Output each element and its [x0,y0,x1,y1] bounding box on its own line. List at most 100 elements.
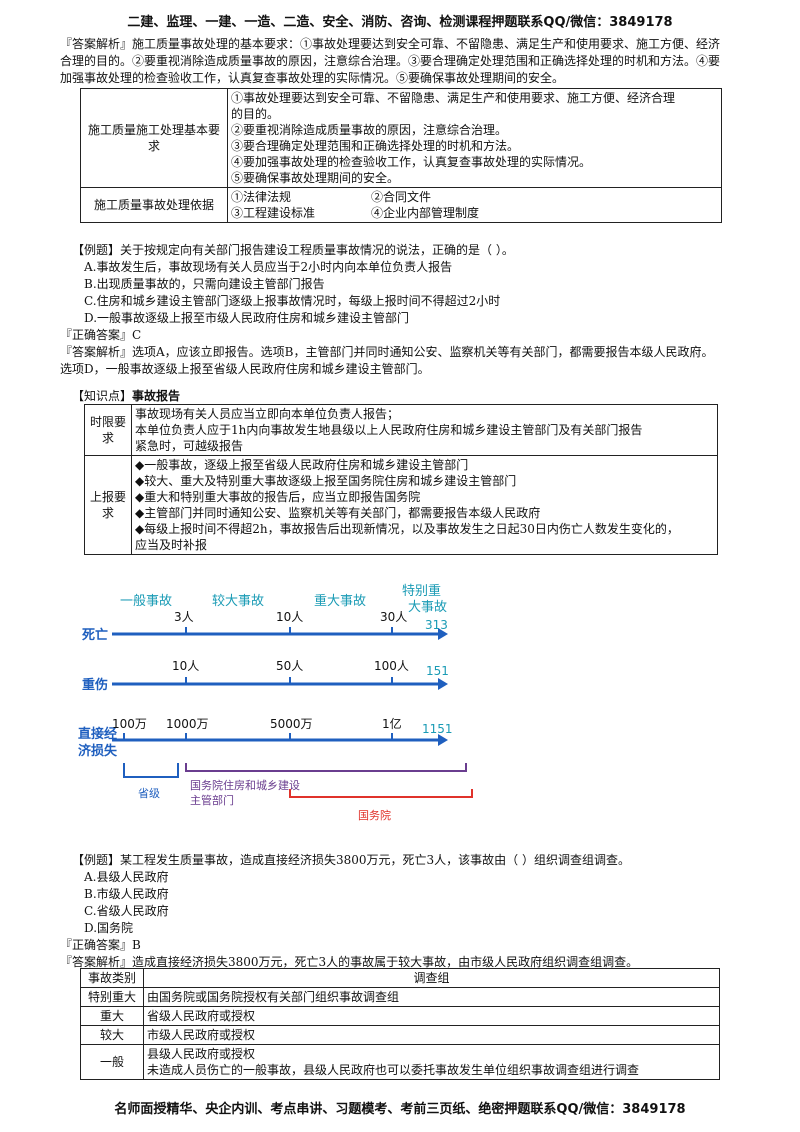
correct-answer: 『正确答案』C [60,328,142,342]
bracket-label-ministry: 主管部门 [190,793,234,807]
question-1-answer: 『正确答案』C 『答案解析』选项A，应该立即报告。选项B，主管部门并同时通知公安… [60,327,760,378]
row-code: 1151 [422,722,453,736]
axis-arrow [438,734,448,746]
tick-label: 1亿 [382,716,402,731]
table-cell-content: 市级人民政府或授权 [143,1025,720,1045]
basis-item: ③工程建设标准 [231,206,316,220]
report-line: 事故现场有关人员应当立即向本单位负责人报告； [135,407,400,421]
row-label-loss: 济损失 [78,743,118,759]
tick-label: 30人 [380,610,407,624]
tick-label: 50人 [276,659,303,673]
table-cell-label: 一般 [80,1044,144,1080]
knowledge-heading: 事故报告 [132,389,181,403]
bracket-ministry [185,763,467,772]
question-2: 【例题】某工程发生质量事故，造成直接经济损失3800万元，死亡3人，该事故由（ … [72,852,740,937]
tick-label: 3人 [174,610,194,624]
table-cell-content: 县级人民政府或授权 未造成人员伤亡的一般事故，县级人民政府也可以委托事故发生单位… [143,1044,720,1080]
requirement-item: ①事故处理要达到安全可靠、不留隐患、满足生产和使用要求、施工方便、经济合理 [231,91,676,105]
table-cell-label: 上报要求 [84,455,132,555]
axis-arrow [438,678,448,690]
correct-answer: 『正确答案』B [60,938,141,952]
option-b: B.出现质量事故的，只需向建设主管部门报告 [84,277,325,291]
accident-classification-diagram: 一般事故 较大事故 重大事故 特别重 大事故 死亡 3人 10人 30人 313… [78,583,473,822]
handling-requirements-table: 施工质量施工处理基本要求 ①事故处理要达到安全可靠、不留隐患、满足生产和使用要求… [80,88,722,223]
tick-label: 5000万 [270,717,313,731]
option-a: A.事故发生后，事故现场有关人员应当于2小时内向本单位负责人报告 [84,260,453,274]
table-cell-content: ①事故处理要达到安全可靠、不留隐患、满足生产和使用要求、施工方便、经济合理 的目… [227,88,722,188]
axis-arrow [438,628,448,640]
report-line: 紧急时，可越级报告 [135,439,244,453]
requirement-item: ⑤要确保事故处理期间的安全。 [231,171,400,185]
option-a: A.县级人民政府 [84,870,169,884]
option-b: B.市级人民政府 [84,887,169,901]
report-line: 应当及时补报 [135,538,208,552]
tick-label: 1000万 [166,717,209,731]
answer-analysis: 『答案解析』造成直接经济损失3800万元，死亡3人的事故属于较大事故，由市级人民… [60,955,639,969]
knowledge-title: 【知识点】事故报告 [72,388,740,405]
row-label-death: 死亡 [82,627,108,643]
table-cell-content: 由国务院或国务院授权有关部门组织事故调查组 [143,987,720,1007]
question-1: 【例题】关于按规定向有关部门报告建设工程质量事故情况的说法，正确的是（ ）。 A… [72,242,740,327]
basis-item: ①法律法规 [231,190,292,204]
knowledge-prefix: 【知识点】 [72,389,133,403]
intro-line: 『答案解析』施工质量事故处理的基本要求：①事故处理要达到安全可靠、不留隐患、满足… [60,37,721,51]
table-cell-content: 事故现场有关人员应当立即向本单位负责人报告； 本单位负责人应于1h内向事故发生地… [131,404,718,456]
requirement-item: ④要加强事故处理的检查验收工作，认真复查事故处理的实际情况。 [231,155,592,169]
category-label: 一般事故 [120,593,172,609]
page-header: 二建、监理、一建、一造、二造、安全、消防、咨询、检测课程押题联系QQ/微信：38… [127,15,673,30]
requirement-item: 的目的。 [231,107,280,121]
question-2-answer: 『正确答案』B 『答案解析』造成直接经济损失3800万元，死亡3人的事故属于较大… [60,937,760,971]
requirement-item: ③要合理确定处理范围和正确选择处理的时机和方法。 [231,139,520,153]
bracket-state-council [289,789,473,798]
page-footer: 名师面授精华、央企内训、考点串讲、习题模考、考前三页纸、绝密押题联系QQ/微信：… [114,1102,686,1117]
row-code: 313 [425,618,448,632]
intro-line: 合理的目的。②要重视消除造成质量事故的原因，注意综合治理。③要合理确定处理范围和… [60,54,721,68]
basis-item: ②合同文件 [371,190,432,204]
table-row: 重大 省级人民政府或授权 [80,1006,720,1026]
report-line: ◆一般事故，逐级上报至省级人民政府住房和城乡建设主管部门 [135,458,469,472]
category-label: 较大事故 [212,594,264,609]
table-row: 特别重大 由国务院或国务院授权有关部门组织事故调查组 [80,987,720,1007]
option-c: C.住房和城乡建设主管部门逐级上报事故情况时，每级上报时间不得超过2小时 [84,294,501,308]
tick-label: 10人 [172,659,199,673]
option-d: D.国务院 [84,921,134,935]
investigation-team-table: 事故类别 调查组 特别重大 由国务院或国务院授权有关部门组织事故调查组 重大 省… [80,968,720,1080]
row-code: 151 [426,664,449,678]
investigation-line: 县级人民政府或授权 [147,1047,256,1061]
report-line: ◆每级上报时间不得超2h，事故报告后出现新情况，以及事故发生之日起30日内伤亡人… [135,522,679,536]
option-d: D.一般事故逐级上报至市级人民政府住房和城乡建设主管部门 [84,311,410,325]
report-line: ◆重大和特别重大事故的报告后，应当立即报告国务院 [135,490,421,504]
intro-line: 加强事故处理的检查验收工作，认真复查事故处理的实际情况。⑤要确保事故处理期间的安… [60,71,565,85]
intro-analysis: 『答案解析』施工质量事故处理的基本要求：①事故处理要达到安全可靠、不留隐患、满足… [60,36,750,87]
bracket-label-state-council: 国务院 [358,808,391,822]
question-stem: 【例题】关于按规定向有关部门报告建设工程质量事故情况的说法，正确的是（ ）。 [72,243,514,257]
table-cell-label: 特别重大 [80,987,144,1007]
table-row: 较大 市级人民政府或授权 [80,1025,720,1045]
accident-report-table: 时限要求 事故现场有关人员应当立即向本单位负责人报告； 本单位负责人应于1h内向… [84,404,718,555]
table-cell-label: 重大 [80,1006,144,1026]
answer-analysis: 选项D，一般事故逐级上报至省级人民政府住房和城乡建设主管部门。 [60,362,430,376]
table-header-cell: 事故类别 [80,968,144,988]
bracket-province [123,763,179,778]
table-cell-label: 时限要求 [84,404,132,456]
question-stem: 【例题】某工程发生质量事故，造成直接经济损失3800万元，死亡3人，该事故由（ … [72,853,630,867]
table-cell-label: 较大 [80,1025,144,1045]
tick-label: 100万 [112,717,147,731]
tick-label: 100人 [374,659,409,673]
table-cell-content: 省级人民政府或授权 [143,1006,720,1026]
table-cell-label: 施工质量施工处理基本要求 [80,88,228,188]
table-header-cell: 调查组 [143,968,720,988]
bracket-label-ministry: 国务院住房和城乡建设 [190,778,300,792]
report-line: 本单位负责人应于1h内向事故发生地县级以上人民政府住房和城乡建设主管部门及有关部… [135,423,643,437]
basis-item: ④企业内部管理制度 [371,206,480,220]
investigation-line: 未造成人员伤亡的一般事故，县级人民政府也可以委托事故发生单位组织事故调查组进行调… [147,1063,640,1077]
table-cell-label: 施工质量事故处理依据 [80,187,228,223]
table-cell-content: ①法律法规 ②合同文件 ③工程建设标准 ④企业内部管理制度 [227,187,722,223]
table-row: 一般 县级人民政府或授权 未造成人员伤亡的一般事故，县级人民政府也可以委托事故发… [80,1044,720,1080]
row-label-loss: 直接经 [78,726,117,742]
report-line: ◆较大、重大及特别重大事故逐级上报至国务院住房和城乡建设主管部门 [135,474,517,488]
report-line: ◆主管部门并同时通知公安、监察机关等有关部门，都需要报告本级人民政府 [135,506,541,520]
option-c: C.省级人民政府 [84,904,169,918]
category-label: 重大事故 [314,593,366,609]
answer-analysis: 『答案解析』选项A，应该立即报告。选项B，主管部门并同时通知公安、监察机关等有关… [60,345,714,359]
